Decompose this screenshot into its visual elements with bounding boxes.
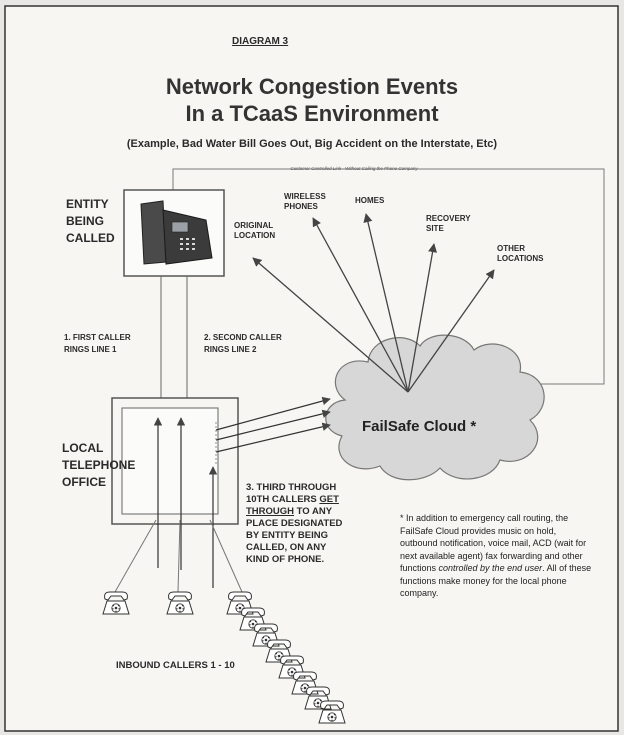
inbound-callers-label: INBOUND CALLERS 1 - 10 (116, 660, 235, 671)
failsafe-cloud-shape (325, 334, 545, 481)
office-label: LOCAL TELEPHONE OFFICE (62, 441, 136, 489)
arrow-office-to-cloud-3 (215, 422, 331, 453)
wire-phone-2 (177, 519, 181, 593)
subtitle: (Example, Bad Water Bill Goes Out, Big A… (126, 138, 498, 150)
diagram-number: DIAGRAM 3 (232, 36, 289, 47)
arrow-office-to-cloud-2 (215, 409, 331, 441)
entity-label: ENTITY BEING CALLED (66, 197, 115, 245)
customer-link-label: Customer Controlled Link - Without Calli… (290, 166, 418, 171)
cloud-label: FailSafe Cloud * (362, 418, 477, 435)
wire-phone-3 (209, 519, 243, 593)
arrow-to-wireless-phones (312, 217, 409, 393)
office-inner-box (121, 407, 219, 515)
title-line-2: In a TCaaS Environment (185, 101, 439, 126)
footnote: * In addition to emergency call routing,… (400, 513, 592, 598)
arrow-office-to-cloud-1 (215, 396, 331, 431)
customer-link-line (172, 168, 605, 385)
arrow-to-original-location (252, 257, 409, 393)
arrow-to-recovery-site (407, 243, 438, 393)
dest-homes: HOMES (355, 196, 385, 205)
arrow-to-homes (363, 213, 409, 393)
wire-phone-1 (114, 519, 157, 593)
title-line-1: Network Congestion Events (165, 74, 459, 99)
desk-phone-icon (140, 200, 213, 265)
arrow-to-other-locations (407, 269, 495, 393)
third-callers-label: 3. THIRD THROUGH 10TH CALLERS GET THROUG… (246, 482, 343, 565)
